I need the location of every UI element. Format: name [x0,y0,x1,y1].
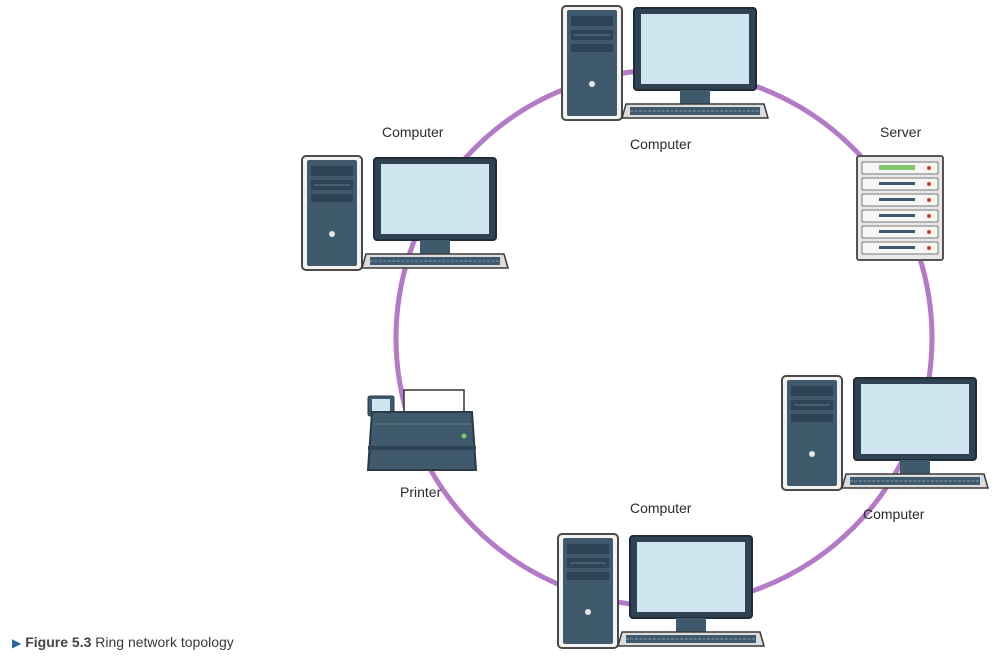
computer-icon [557,533,765,649]
computer-icon [561,5,769,121]
printer-icon [367,389,477,471]
figure-caption: ▶Figure 5.3 Ring network topology [12,634,234,650]
node-label-computer-top: Computer [630,136,692,152]
figure-number: Figure 5.3 [25,634,92,650]
triangle-right-icon: ▶ [12,636,22,650]
node-label-printer: Printer [400,484,442,500]
figure-caption-text: Ring network topology [95,634,234,650]
node-label-server: Server [880,124,922,140]
server-icon [856,155,944,261]
computer-icon [301,155,509,271]
computer-icon [781,375,989,491]
node-label-computer-bottom: Computer [630,500,692,516]
node-label-computer-left: Computer [382,124,444,140]
node-label-computer-right: Computer [863,506,925,522]
